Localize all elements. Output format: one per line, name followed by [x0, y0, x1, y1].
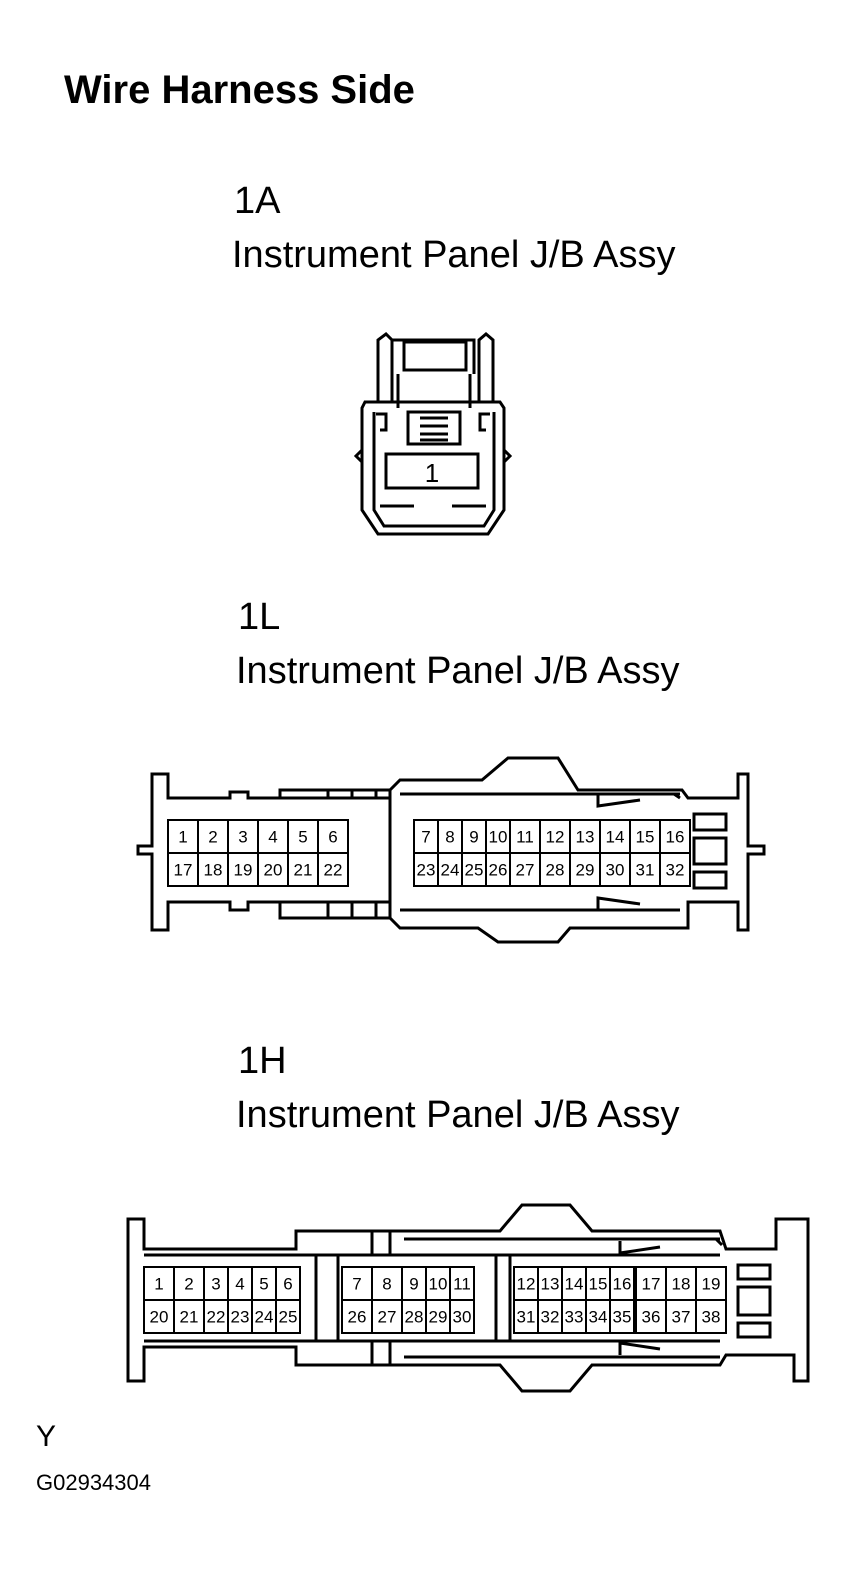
figure-id: G02934304	[36, 1470, 151, 1495]
connector-1h-pin-32: 32	[541, 1308, 560, 1327]
connector-1l-pin-4: 4	[268, 828, 277, 847]
connector-1h-pin-1: 1	[154, 1275, 163, 1294]
connector-1h-pin-19: 19	[702, 1275, 721, 1294]
connector-1l-cell-32	[659, 852, 691, 887]
connector-1h-pin-23: 23	[231, 1308, 250, 1327]
connector-1l-pin-10: 10	[489, 828, 508, 847]
connector-1l-pin-30: 30	[606, 861, 625, 880]
connector-1h-code: 1H	[238, 1040, 287, 1082]
connector-1h-pin-25: 25	[279, 1308, 298, 1327]
connector-1l-pin-32: 32	[666, 861, 685, 880]
connector-1a-code: 1A	[234, 180, 281, 222]
connector-1l-pin-7: 7	[421, 828, 430, 847]
connector-1h-pin-11: 11	[453, 1275, 471, 1294]
connector-1h-pin-18: 18	[672, 1275, 691, 1294]
connector-1a-diagram: 1	[353, 332, 513, 536]
connector-1l-diagram: 1 17 2 18 3 19 4 20 5 21 6 22 7 23 8 24 9 25 10 26 11 27 12 28 1…	[136, 756, 766, 944]
connector-1h-pin-14: 14	[565, 1275, 584, 1294]
connector-1h-pin-28: 28	[405, 1308, 424, 1327]
connector-1l-pin-8: 8	[445, 828, 454, 847]
connector-1h-pin-12: 12	[517, 1275, 536, 1294]
connector-1l-pin-11: 11	[516, 828, 534, 847]
connector-1h-pin-6: 6	[283, 1275, 292, 1294]
connector-1h-pin-38: 38	[702, 1308, 721, 1327]
connector-1l-cell-22	[317, 852, 349, 887]
connector-1l-pin-12: 12	[546, 828, 565, 847]
connector-1h-pin-33: 33	[565, 1308, 584, 1327]
connector-1h-diagram: 1 20 2 21 3 22 4 23 5 24 6 25 7 26 8 27 9 28 10 29 11 30 12 31 1…	[126, 1203, 810, 1393]
connector-1l-pin-31: 31	[636, 861, 655, 880]
connector-1l-pin-15: 15	[636, 828, 655, 847]
connector-1h-pin-4: 4	[235, 1275, 244, 1294]
connector-1h-name: Instrument Panel J/B Assy	[236, 1094, 680, 1136]
connector-1h-pin-34: 34	[589, 1308, 608, 1327]
connector-1h-pin-10: 10	[429, 1275, 448, 1294]
connector-1h-pin-9: 9	[409, 1275, 418, 1294]
connector-1h-pin-36: 36	[642, 1308, 661, 1327]
connector-1l-pin-24: 24	[441, 861, 460, 880]
connector-1l-pin-9: 9	[469, 828, 478, 847]
connector-1h-pin-3: 3	[211, 1275, 220, 1294]
connector-1h-pin-22: 22	[207, 1308, 226, 1327]
connector-1l-pin-27: 27	[516, 861, 535, 880]
connector-1h-pin-26: 26	[348, 1308, 367, 1327]
connector-1h-pin-29: 29	[429, 1308, 448, 1327]
connector-1h-pin-2: 2	[184, 1275, 193, 1294]
connector-1l-pin-25: 25	[465, 861, 484, 880]
connector-1a-name: Instrument Panel J/B Assy	[232, 234, 676, 276]
connector-1a-pin-1: 1	[425, 458, 439, 488]
connector-1l-pin-2: 2	[208, 828, 217, 847]
connector-1l-pin-18: 18	[204, 861, 223, 880]
connector-1h-pin-30: 30	[453, 1308, 472, 1327]
connector-1h-pin-24: 24	[255, 1308, 274, 1327]
connector-1l-pin-16: 16	[666, 828, 685, 847]
connector-1l-pin-20: 20	[264, 861, 283, 880]
connector-1h-pin-15: 15	[589, 1275, 608, 1294]
connector-1h-pin-35: 35	[613, 1308, 632, 1327]
connector-1h-cell-25	[275, 1299, 301, 1334]
connector-1l-pin-21: 21	[294, 861, 313, 880]
connector-1l-pin-19: 19	[234, 861, 253, 880]
connector-1h-pin-17: 17	[642, 1275, 661, 1294]
connector-1l-pin-3: 3	[238, 828, 247, 847]
connector-1h-pin-13: 13	[541, 1275, 560, 1294]
connector-1h-pin-7: 7	[352, 1275, 361, 1294]
connector-1l-name: Instrument Panel J/B Assy	[236, 650, 680, 692]
connector-1l-pin-17: 17	[174, 861, 193, 880]
connector-1h-cell-30	[449, 1299, 475, 1334]
connector-1l-pin-5: 5	[298, 828, 307, 847]
connector-1l-pin-13: 13	[576, 828, 595, 847]
connector-1h-pin-27: 27	[378, 1308, 397, 1327]
connector-1h-pin-16: 16	[613, 1275, 632, 1294]
connector-1l-pin-22: 22	[324, 861, 343, 880]
connector-1h-pin-21: 21	[180, 1308, 199, 1327]
connector-1h-pin-31: 31	[517, 1308, 536, 1327]
connector-1l-code: 1L	[238, 596, 281, 638]
footer-marker: Y	[36, 1420, 57, 1453]
connector-1h-pin-20: 20	[150, 1308, 169, 1327]
page-title: Wire Harness Side	[64, 68, 415, 112]
connector-1h-pin-5: 5	[259, 1275, 268, 1294]
connector-1l-pin-23: 23	[417, 861, 436, 880]
connector-1l-pin-1: 1	[178, 828, 187, 847]
connector-1h-cell-35	[609, 1299, 635, 1334]
connector-1l-pin-14: 14	[606, 828, 625, 847]
connector-1l-pin-6: 6	[328, 828, 337, 847]
connector-1l-pin-29: 29	[576, 861, 595, 880]
connector-1h-pin-37: 37	[672, 1308, 691, 1327]
connector-1h-pin-8: 8	[382, 1275, 391, 1294]
connector-1l-pin-28: 28	[546, 861, 565, 880]
connector-1l-pin-26: 26	[489, 861, 508, 880]
connector-1h-cell-38	[695, 1299, 727, 1334]
